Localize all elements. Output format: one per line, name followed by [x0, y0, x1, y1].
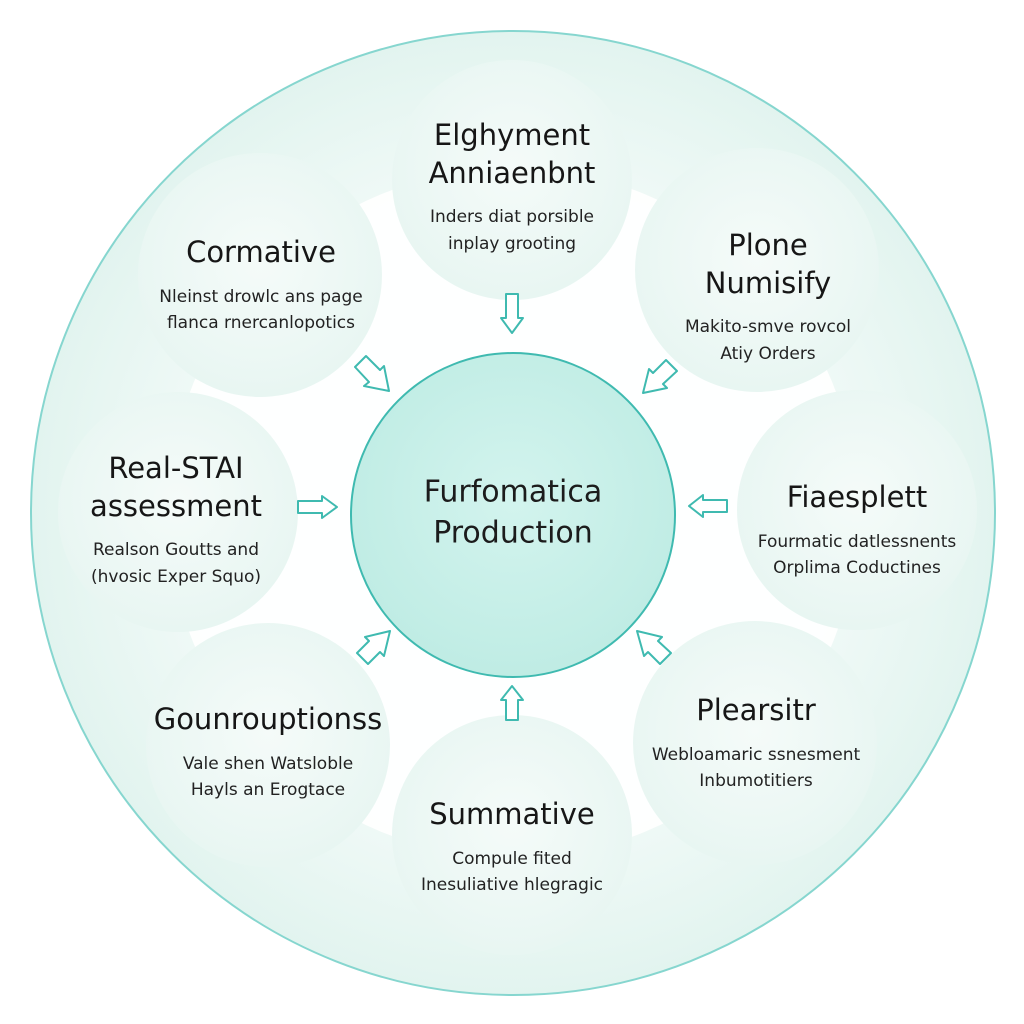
node-title: Fiaesplett	[787, 479, 927, 517]
node-plearsitr: Plearsitr Webloamaric ssnesment Inbumoti…	[652, 692, 860, 794]
arrow-top-left-icon	[354, 355, 390, 392]
node-title-line: Numisify	[704, 265, 832, 300]
center-circle	[350, 352, 676, 678]
node-title: Plearsitr	[696, 692, 816, 730]
node-plone: Plone Numisify Makito-smve rovcol Atiy O…	[685, 227, 851, 367]
node-title-line: Gounrouptionss	[153, 701, 383, 736]
node-desc-line: (hvosic Exper Squo)	[90, 566, 262, 587]
node-desc-line: Realson Goutts and	[92, 540, 260, 561]
arrow-top-icon	[500, 293, 524, 334]
node-description: Realson Goutts and (hvosic Exper Squo)	[91, 537, 261, 590]
node-description: Compule fited Inesuliative hlegragic	[421, 846, 603, 899]
node-desc-line: Inbumotitiers	[699, 770, 813, 791]
node-desc-line: Atiy Orders	[720, 343, 816, 364]
node-desc-line: Hayls an Erogtace	[190, 779, 346, 800]
node-cormative: Cormative Nleinst drowlc ans page flanca…	[159, 234, 362, 336]
node-title: Cormative	[186, 234, 336, 272]
center-title-line2: Production	[433, 515, 593, 550]
center-title-line1: Furfomatica	[423, 474, 603, 510]
node-circle-real-stai	[58, 392, 298, 632]
node-description: Makito-smve rovcol Atiy Orders	[685, 314, 851, 367]
node-circle-plearsitr	[633, 621, 877, 865]
node-fiaesplett: Fiaesplett Fourmatic datlessnents Orplim…	[758, 479, 956, 581]
node-title-line: Real-STAI	[108, 450, 244, 485]
node-desc-line: Orplima Coductines	[773, 557, 941, 578]
node-title-line: Anniaenbnt	[428, 155, 596, 190]
node-circle-gounrouptionss	[146, 623, 390, 867]
arrow-top-right-icon	[642, 359, 678, 394]
node-title: Elghyment Anniaenbnt	[429, 117, 596, 192]
arrow-right-icon	[688, 494, 728, 518]
node-circle-fiaesplett	[737, 390, 977, 630]
node-description: Webloamaric ssnesment Inbumotitiers	[652, 742, 860, 795]
arrow-bottom-left-icon	[356, 630, 391, 665]
node-elghyment: Elghyment Anniaenbnt Inders diat porsibl…	[429, 117, 596, 257]
node-title-line: assessment	[90, 488, 262, 523]
arrow-bottom-right-icon	[636, 630, 672, 665]
node-summative: Summative Compule fited Inesuliative hle…	[421, 796, 603, 898]
node-desc-line: Webloamaric ssnesment	[651, 744, 861, 765]
node-description: Fourmatic datlessnents Orplima Coductine…	[758, 529, 956, 582]
node-desc-line: Fourmatic datlessnents	[757, 531, 957, 552]
node-title-line: Plone	[728, 227, 808, 262]
node-desc-line: Inesuliative hlegragic	[420, 874, 604, 895]
node-description: Inders diat porsible inplay grooting	[430, 204, 594, 257]
node-title-line: Elghyment	[433, 117, 591, 152]
node-desc-line: Vale shen Watsloble	[182, 753, 354, 774]
node-title-line: Fiaesplett	[786, 479, 928, 514]
node-desc-line: flanca rnercanlopotics	[166, 312, 356, 333]
node-title-line: Summative	[429, 796, 595, 831]
node-title: Plone Numisify	[705, 227, 831, 302]
node-circle-plone	[635, 148, 879, 392]
node-title-line: Cormative	[186, 234, 336, 269]
node-desc-line: Compule fited	[452, 848, 572, 869]
node-gounrouptionss: Gounrouptionss Vale shen Watsloble Hayls…	[154, 701, 383, 803]
node-desc-line: Makito-smve rovcol	[684, 317, 852, 338]
arrow-left-icon	[297, 495, 338, 519]
node-desc-line: Inders diat porsible	[429, 207, 595, 228]
center-node: Furfomatica Production	[424, 473, 602, 554]
node-desc-line: inplay grooting	[447, 233, 577, 254]
node-circle-cormative	[138, 153, 382, 397]
node-title-line: Plearsitr	[696, 692, 816, 727]
node-title: Real-STAI assessment	[90, 450, 262, 525]
node-description: Vale shen Watsloble Hayls an Erogtace	[183, 751, 353, 804]
node-description: Nleinst drowlc ans page flanca rnercanlo…	[159, 284, 362, 337]
node-circle-elghyment	[392, 60, 632, 300]
node-desc-line: Nleinst drowlc ans page	[159, 286, 363, 307]
node-real-stai: Real-STAI assessment Realson Goutts and …	[90, 450, 262, 590]
node-circle-summative	[392, 715, 632, 955]
node-title: Gounrouptionss	[154, 701, 383, 739]
node-title: Summative	[429, 796, 595, 834]
arrow-bottom-icon	[500, 685, 524, 721]
